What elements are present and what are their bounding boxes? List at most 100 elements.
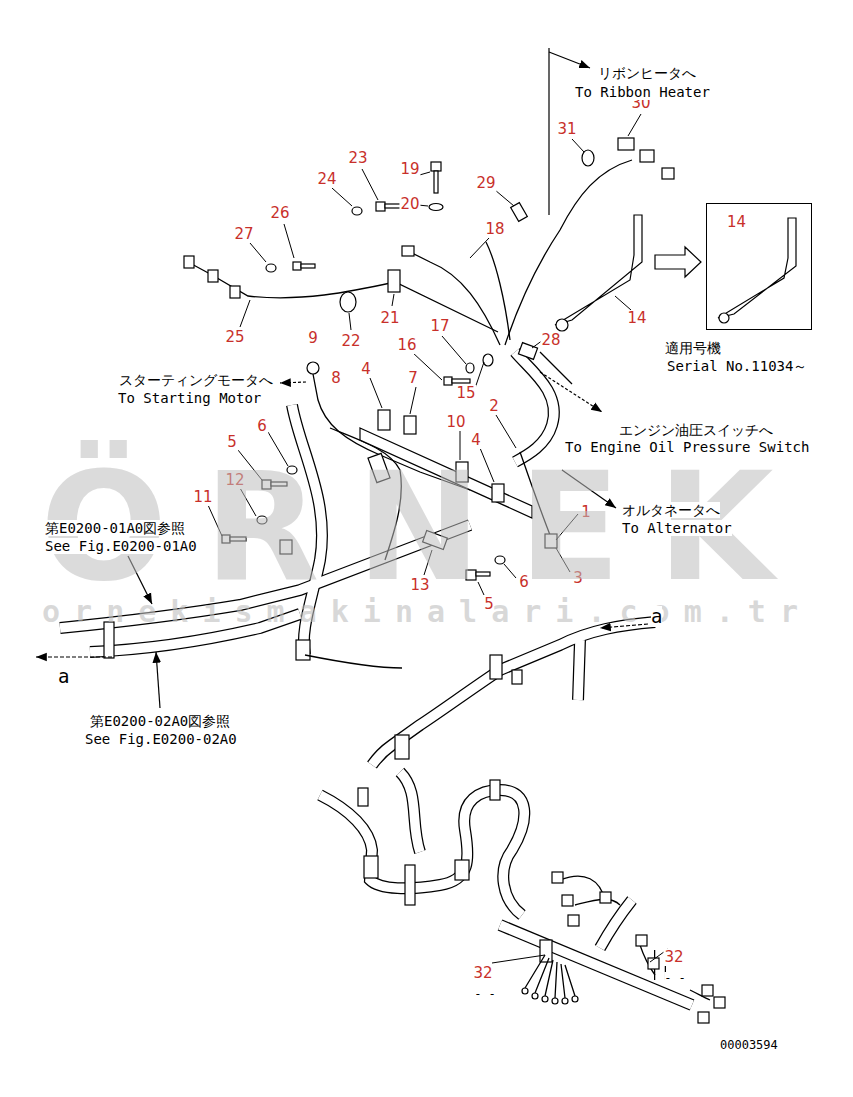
direction-arrow [540,372,602,412]
leader-line [370,378,382,408]
part-shape [429,204,443,211]
label-holder: 22 [340,332,361,350]
callout-number: 18 [484,221,505,238]
label-holder: スターティングモータへ [119,371,273,389]
part-shape [582,150,594,166]
callout-dash: - - [474,988,496,1001]
label-holder: 4 [470,431,482,449]
label-holder: ornekismakinalari.com.tr [42,597,812,627]
callout-number: 25 [224,329,245,346]
note-text: 第E0200-02A0図参照 [90,713,230,729]
note-text: スターティングモータへ [119,372,273,388]
part-shape [618,138,634,150]
match-mark: a [651,606,662,627]
part-shape [378,410,390,430]
leader-line [250,243,266,262]
label-holder: 26 [269,204,290,222]
part-shape [719,313,729,323]
label-holder: 31 [556,120,577,138]
callout-number: 5 [226,434,238,451]
note-text: See Fig.E0200-01A0 [45,538,197,554]
callout-number: 4 [470,432,482,449]
part-shape [532,993,538,999]
callout-number: 32 [663,949,684,966]
callout-number: 23 [347,150,368,167]
match-mark: a [58,666,69,687]
callout-number: 21 [379,310,400,327]
callout-number: 32 [472,965,493,982]
part-shape [340,292,356,312]
part-shape [301,264,315,268]
label-holder: 28 [540,331,561,349]
wire [525,955,575,998]
callout-number: 26 [269,205,290,222]
part-shape [184,256,194,268]
label-holder: 19 [399,160,420,178]
part-shape [718,218,796,318]
part-shape [562,895,573,906]
label-holder: 17 [429,317,450,335]
leader-line [628,114,641,136]
label-holder: 5 [226,433,238,451]
part-shape [376,202,385,211]
part-shape [552,998,558,1004]
part-shape [208,270,218,282]
label-holder: 8 [330,369,342,387]
label-holder: 15 [455,384,476,402]
direction-arrow [548,48,549,215]
part-shape [434,171,438,193]
label-holder: 16 [396,336,417,354]
part-shape [388,270,400,292]
label-holder: To Ribbon Heater [575,83,710,101]
label-holder: 25 [224,328,245,346]
label-holder: a [58,666,69,687]
callout-number: 10 [445,414,466,431]
label-holder: 6 [256,417,268,435]
part-shape [698,1012,709,1023]
part-shape [636,935,647,946]
note-text: 第E0200-01A0図参照 [45,520,185,536]
note-text: エンジン油圧スイッチへ [619,422,773,438]
label-holder: 適用号機 [665,339,721,357]
part-shape [640,150,654,162]
note-text: リボンヒータへ [598,65,696,81]
leader-line [332,188,352,206]
label-holder: 第E0200-02A0図参照 [90,712,230,730]
part-shape [404,416,416,434]
part-shape [402,246,414,256]
label-holder: 00003594 [720,1035,778,1053]
part-shape [452,379,470,383]
callout-number: 28 [540,332,561,349]
leader-line [392,294,394,306]
wire [640,945,710,1000]
leader-line [284,224,294,258]
label-holder: See Fig.E0200-02A0 [85,730,237,748]
part-shape [518,343,537,360]
part-shape [555,215,642,325]
part-shape [662,168,674,179]
label-holder: 18 [484,220,505,238]
direction-arrow [549,52,590,68]
leader-line [615,296,631,310]
note-text: To Alternator [622,520,732,536]
part-shape [600,892,611,903]
part-shape [230,286,240,298]
leader-line [410,387,416,414]
part-shape [293,262,301,270]
tube-clamp [490,780,500,800]
callout-number: 9 [307,330,319,347]
callout-number: 15 [455,385,476,402]
label-holder: 21 [379,309,400,327]
tube-clamp [104,622,114,658]
callout-number: 17 [429,318,450,335]
label-holder: 27 [233,225,254,243]
wire [305,655,402,668]
leader-line [495,190,514,206]
label-holder: 29 [475,174,496,192]
tube-clamp [405,865,415,905]
leader-line [496,415,516,448]
direction-arrow [156,652,160,708]
callout-number: 22 [340,333,361,350]
label-holder: リボンヒータへ [598,64,696,82]
part-shape [431,162,441,171]
